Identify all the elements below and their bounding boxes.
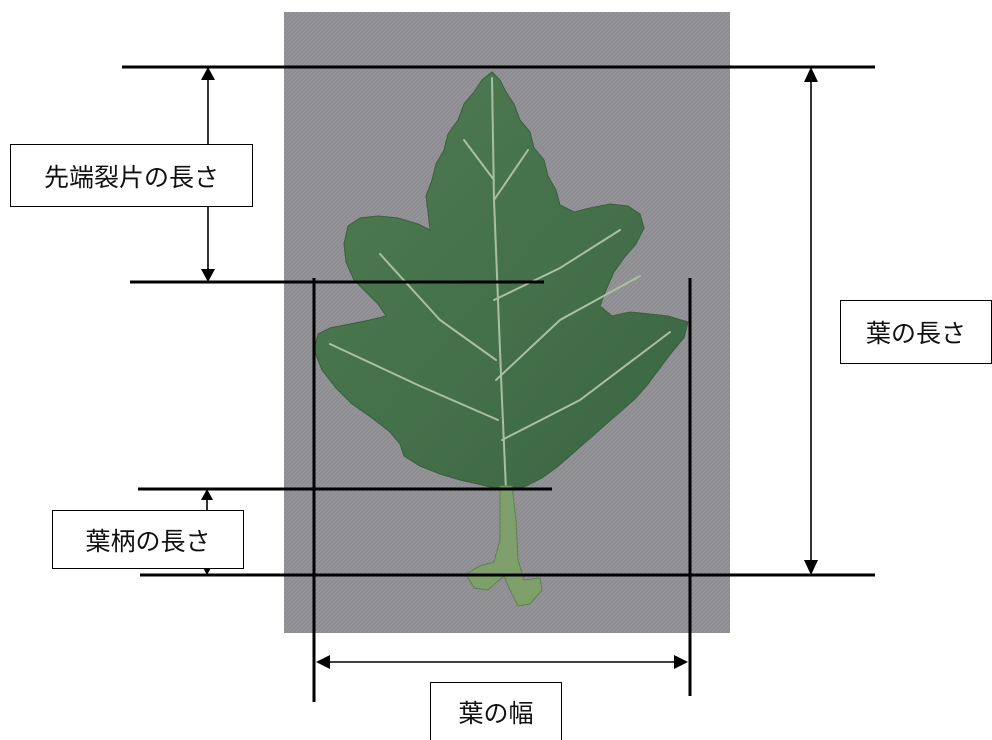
leaf-vein [379,253,497,361]
arrowhead [804,560,818,575]
leaf-vein [493,229,621,301]
arrowhead [804,67,818,82]
arrowhead [316,655,330,669]
leaf-midrib [491,77,507,491]
arrowhead [201,489,213,500]
tip-lobe-length-label: 先端裂片の長さ [10,144,253,207]
leaf-length-label: 葉の長さ [840,300,992,364]
petiole-length-label: 葉柄の長さ [52,510,244,569]
arrowhead [201,269,215,282]
leaf-vein [493,149,529,201]
leaf-width-label: 葉の幅 [430,682,562,740]
leaf-vein [495,275,641,381]
leaf-vein [501,331,671,441]
arrowhead [201,67,215,80]
leaf-vein [463,139,495,181]
arrowhead [674,655,688,669]
leaf-vein [329,343,499,421]
